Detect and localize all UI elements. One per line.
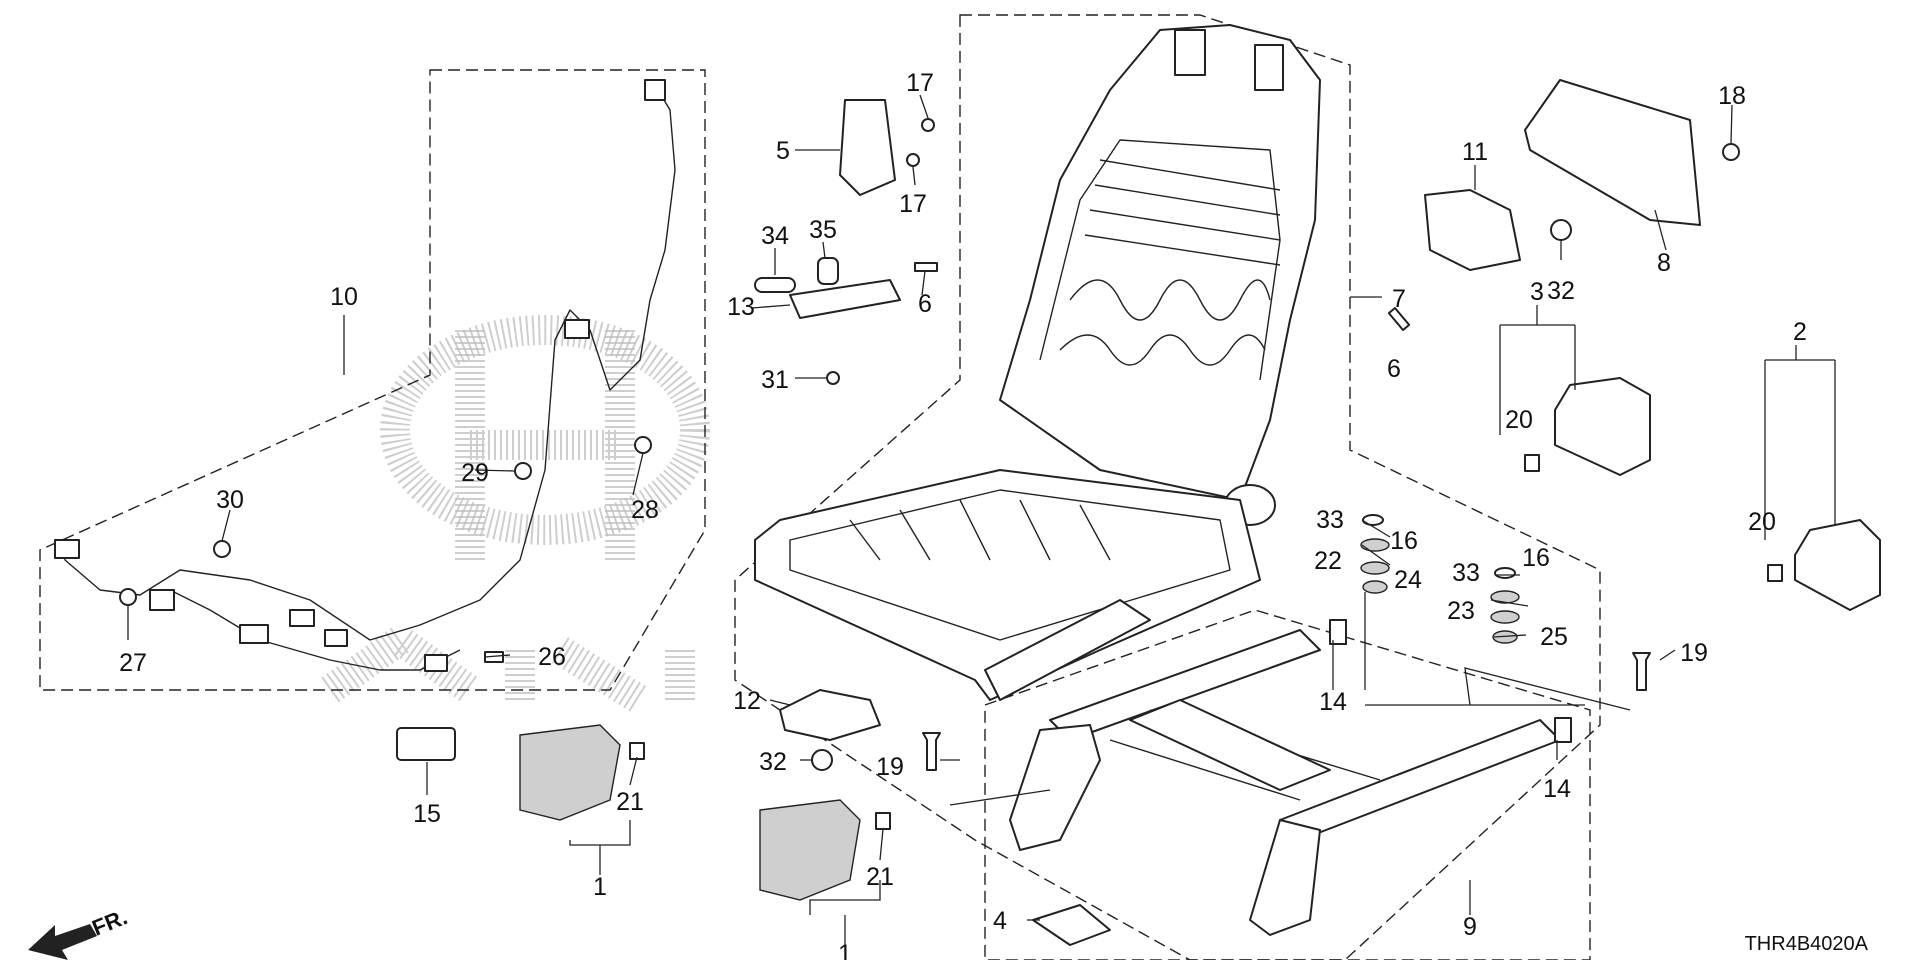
callout-1: 1: [593, 873, 607, 901]
callout-8: 8: [1657, 249, 1671, 277]
callout-10: 10: [330, 283, 358, 311]
callout-15: 15: [413, 800, 441, 828]
callout-17: 17: [899, 190, 927, 218]
drawing-code: THR4B4020A: [1745, 933, 1869, 955]
callout-30: 30: [216, 486, 244, 514]
callout-14: 14: [1543, 775, 1571, 803]
callout-26: 26: [538, 643, 566, 671]
callout-6: 6: [918, 290, 932, 318]
watermark-logo: [321, 315, 710, 713]
callout-7: 7: [1392, 285, 1406, 313]
callout-33: 33: [1452, 559, 1480, 587]
callout-4: 4: [993, 907, 1007, 935]
callout-31: 31: [761, 366, 789, 394]
callout-13: 13: [727, 293, 755, 321]
wire-harness: [54, 79, 676, 672]
small-parts: [119, 79, 1881, 946]
callout-27: 27: [119, 649, 147, 677]
callout-5: 5: [776, 137, 790, 165]
callout-2: 2: [1793, 318, 1807, 346]
callout-32: 32: [1547, 277, 1575, 305]
seat-back-frame: [999, 24, 1321, 526]
callout-labels: 1 1 2 3 4 5 6 6 7 8 9 10 11 12 13 14 14 …: [119, 69, 1807, 960]
callout-19: 19: [1680, 639, 1708, 667]
group-outlines: [39, 14, 1601, 960]
callout-3: 3: [1530, 278, 1544, 306]
front-direction-arrow: FR.: [28, 904, 131, 960]
callout-14: 14: [1319, 688, 1347, 716]
callout-20: 20: [1748, 508, 1776, 536]
callout-23: 23: [1447, 597, 1475, 625]
callout-22: 22: [1314, 547, 1342, 575]
callout-24: 24: [1394, 566, 1422, 594]
callout-25: 25: [1540, 623, 1568, 651]
callout-29: 29: [461, 459, 489, 487]
callout-1: 1: [838, 940, 852, 960]
direction-label: FR.: [89, 904, 131, 940]
callout-9: 9: [1463, 913, 1477, 941]
callout-34: 34: [761, 222, 789, 250]
seat-rails: [1009, 629, 1561, 936]
callout-18: 18: [1718, 82, 1746, 110]
callout-21: 21: [616, 788, 644, 816]
callout-12: 12: [733, 687, 761, 715]
leader-lines: [127, 94, 1836, 945]
callout-33: 33: [1316, 506, 1344, 534]
callout-20: 20: [1505, 406, 1533, 434]
callout-16: 16: [1522, 544, 1550, 572]
seat-cushion-frame: [754, 469, 1261, 701]
callout-28: 28: [631, 496, 659, 524]
callout-6: 6: [1387, 355, 1401, 383]
callout-35: 35: [809, 216, 837, 244]
callout-16: 16: [1390, 527, 1418, 555]
callout-32: 32: [759, 748, 787, 776]
callout-21: 21: [866, 863, 894, 891]
callout-17: 17: [906, 69, 934, 97]
callout-11: 11: [1462, 138, 1488, 166]
callout-19: 19: [876, 753, 904, 781]
